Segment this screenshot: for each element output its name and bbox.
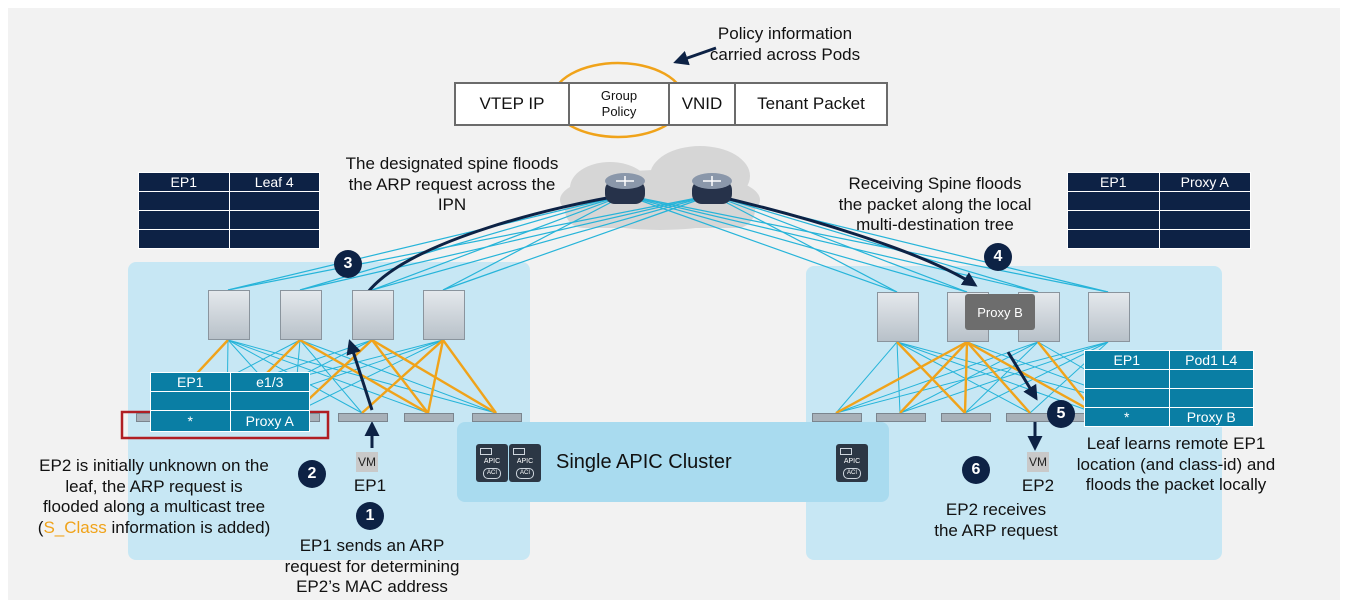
packet-header: VTEP IP Group Policy VNID Tenant Packet	[454, 82, 888, 126]
step-5-badge: 5	[1047, 400, 1075, 428]
pod1-leaf	[472, 413, 522, 422]
apic-label: APIC	[516, 458, 534, 465]
step-3-badge: 3	[334, 250, 362, 278]
receiving-line2: the packet along the local	[838, 194, 1032, 214]
header-vtep-ip: VTEP IP	[456, 84, 570, 124]
step-2-badge: 2	[298, 460, 326, 488]
pod1-spine-3	[352, 290, 394, 340]
policy-note-line1: Policy information	[717, 24, 853, 43]
pod1-spine-2	[280, 290, 322, 340]
ep2-unknown-line2: leaf, the ARP request is	[65, 476, 243, 496]
remote-table-star: *	[1084, 407, 1170, 427]
vm-ep2: VM	[1027, 452, 1049, 472]
ep2-receives-line2: the ARP request	[934, 520, 1058, 540]
remote-table-loc: Pod1 L4	[1168, 350, 1254, 370]
leaf-table-ep: EP1	[150, 372, 231, 392]
ep2-unknown-rest: information is added)	[106, 518, 271, 538]
header-group-policy-line1: Group	[600, 88, 638, 104]
leaf-learns-line1: Leaf learns remote EP1	[1086, 434, 1266, 453]
apic-node-1: APIC ACI	[476, 444, 508, 482]
pod2-leaf	[876, 413, 926, 422]
leaf-table-proxy: Proxy A	[229, 410, 310, 432]
step-4-badge: 4	[984, 243, 1012, 271]
apic-node-2: APIC ACI	[509, 444, 541, 482]
pod2-spine-1	[877, 292, 919, 342]
ep1-sends-line1: EP1 sends an ARP	[299, 536, 445, 555]
spine-flood-line3: IPN	[437, 195, 467, 215]
spine-flood-note: The designated spine floods the ARP requ…	[318, 154, 586, 216]
left-table-ep: EP1	[138, 172, 230, 192]
ep2-receives-note: EP2 receives the ARP request	[896, 500, 1096, 541]
pod1-leaf	[404, 413, 454, 422]
header-vnid: VNID	[670, 84, 736, 124]
leaf-table-star: *	[150, 410, 231, 432]
proxy-b-box: Proxy B	[965, 294, 1035, 330]
step-1-badge: 1	[356, 502, 384, 530]
policy-note-line2: carried across Pods	[709, 44, 861, 64]
spine-flood-line2: the ARP request across the	[348, 174, 556, 194]
ep2-unknown-line1: EP2 is initially unknown on the	[39, 456, 269, 475]
ep2-receives-line1: EP2 receives	[945, 500, 1047, 519]
s-class-label: S_Class	[43, 518, 107, 538]
ep2-unknown-note: EP2 is initially unknown on the leaf, th…	[8, 456, 300, 539]
ep1-sends-note: EP1 sends an ARP request for determining…	[272, 536, 472, 598]
ep1-label: EP1	[353, 476, 387, 495]
ep2-label: EP2	[1021, 476, 1055, 495]
pod2-leaf	[812, 413, 862, 422]
step-6-badge: 6	[962, 456, 990, 484]
leaf-learns-note: Leaf learns remote EP1 location (and cla…	[1056, 434, 1296, 496]
header-tenant-packet: Tenant Packet	[757, 94, 865, 113]
arp-flood-path	[346, 46, 1043, 451]
receiving-line3: multi-destination tree	[856, 215, 1014, 235]
ep2-unknown-line3: flooded along a multicast tree	[42, 497, 266, 517]
pod1-spine-1	[208, 290, 250, 340]
aci-label: ACI	[843, 468, 861, 479]
spine-flood-line1: The designated spine floods	[345, 154, 559, 173]
ep1-sends-line2: request for determining	[284, 556, 460, 576]
leaf-table-port: e1/3	[229, 372, 310, 392]
leaf-learns-line2: location (and class-id) and	[1076, 454, 1276, 474]
spine-router-2	[692, 173, 732, 204]
apic-label: APIC	[483, 458, 501, 465]
ep2-unknown-paren: (	[37, 518, 44, 538]
aci-label: ACI	[516, 468, 534, 479]
right-table-loc: Proxy A	[1158, 172, 1251, 192]
leaf-learns-line3: floods the packet locally	[1085, 475, 1267, 495]
policy-note: Policy information carried across Pods	[660, 24, 910, 65]
header-group-policy: Group Policy	[570, 84, 670, 124]
vm-ep1: VM	[356, 452, 378, 472]
ep2-unknown-line4: (S_Class information is added)	[8, 518, 300, 539]
apic-node-3: APIC ACI	[836, 444, 868, 482]
right-table-ep: EP1	[1067, 172, 1160, 192]
ep1-sends-line3: EP2’s MAC address	[296, 577, 448, 597]
pod1-spine-4	[423, 290, 465, 340]
apic-cluster-label: Single APIC Cluster	[556, 451, 732, 473]
spine-router-1	[605, 173, 645, 204]
remote-table-proxy: Proxy B	[1168, 407, 1254, 427]
pod2-leaf	[941, 413, 991, 422]
left-table-loc: Leaf 4	[228, 172, 320, 192]
apic-label: APIC	[843, 458, 861, 465]
receiving-spine-note: Receiving Spine floods the packet along …	[820, 174, 1050, 236]
header-group-policy-line2: Policy	[601, 104, 637, 119]
pod1-leaf-4	[338, 413, 388, 422]
receiving-line1: Receiving Spine floods	[848, 174, 1022, 193]
aci-label: ACI	[483, 468, 501, 479]
remote-table-ep: EP1	[1084, 350, 1170, 370]
pod2-spine-4	[1088, 292, 1130, 342]
